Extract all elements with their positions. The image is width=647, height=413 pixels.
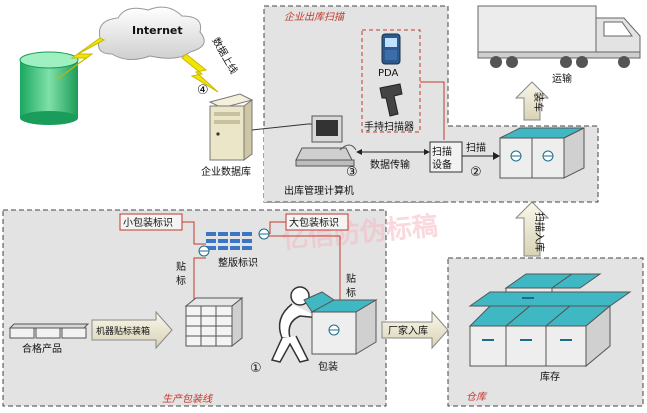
transport-label: 运输 — [552, 72, 572, 85]
packaging-box-icon — [303, 291, 378, 355]
outbound-scan-title: 企业出库扫描 — [284, 11, 346, 23]
enterprise-db-label: 企业数据库 — [201, 165, 251, 178]
loading-arrow — [514, 81, 550, 121]
label-sheet-icon — [206, 232, 252, 250]
data-upload-label: 数据上线 — [209, 35, 240, 76]
small-pkg-label: 小包装标识 — [123, 216, 173, 229]
stock-label: 库存 — [540, 370, 560, 383]
lightning-icon-right — [181, 53, 219, 93]
big-pkg-badge-icon — [258, 228, 270, 240]
scan-inbound-arrow — [514, 201, 550, 257]
packaging-label: 包装 — [318, 360, 338, 373]
step-3-marker: ③ — [346, 165, 358, 180]
scan-device-label-2: 设备 — [432, 158, 452, 171]
pallet-label-badge-icon — [198, 245, 210, 257]
handheld-scanner-label: 手持扫描器 — [364, 120, 414, 133]
pda-icon — [381, 33, 401, 65]
factory-inbound-arrow — [381, 310, 449, 350]
production-line-title: 生产包装线 — [162, 393, 213, 405]
loading-label: 装车 — [532, 92, 545, 112]
stick-label-left: 贴 — [176, 260, 186, 273]
handheld-scanner-icon — [379, 83, 403, 117]
scan-device-box — [429, 141, 463, 173]
database-icon — [19, 51, 79, 125]
pda-label: PDA — [378, 68, 399, 79]
server-icon — [208, 93, 254, 161]
warehouse-stock-icon — [468, 273, 632, 368]
stick-label-left-2: 标 — [176, 275, 186, 287]
step-4-marker: ④ — [197, 83, 209, 98]
product-boxes-icon — [8, 323, 90, 339]
pallet-label: 整版标识 — [218, 256, 258, 269]
internet-cloud-icon: Internet — [98, 6, 205, 60]
stick-label-right-2: 标 — [346, 287, 356, 299]
outbound-computer-label: 出库管理计算机 — [284, 184, 354, 197]
machine-labeling-arrow — [91, 310, 173, 350]
big-pkg-label: 大包装标识 — [289, 216, 339, 229]
step-2-marker: ② — [470, 165, 482, 180]
machine-labeling-label: 机器贴标装箱 — [96, 325, 150, 337]
qualified-product-label: 合格产品 — [22, 342, 62, 355]
factory-inbound-label: 厂家入库 — [388, 324, 428, 337]
data-transfer-label: 数据传输 — [370, 158, 410, 171]
scanner-devices-box — [361, 29, 421, 133]
pallet-stack-icon — [184, 296, 244, 348]
scan-device-label-1: 扫描 — [432, 145, 452, 158]
warehouse-title: 仓库 — [466, 391, 488, 403]
stick-label-right: 贴 — [346, 272, 356, 285]
scan-label: 扫描 — [466, 141, 486, 154]
step-1-marker: ① — [250, 361, 262, 376]
truck-icon — [477, 5, 641, 68]
scan-inbound-label: 扫描入库 — [533, 212, 546, 252]
lightning-icon-left — [55, 37, 106, 81]
computer-icon — [295, 115, 357, 167]
svg-text:Internet: Internet — [132, 24, 183, 37]
outbound-boxes — [499, 127, 585, 179]
